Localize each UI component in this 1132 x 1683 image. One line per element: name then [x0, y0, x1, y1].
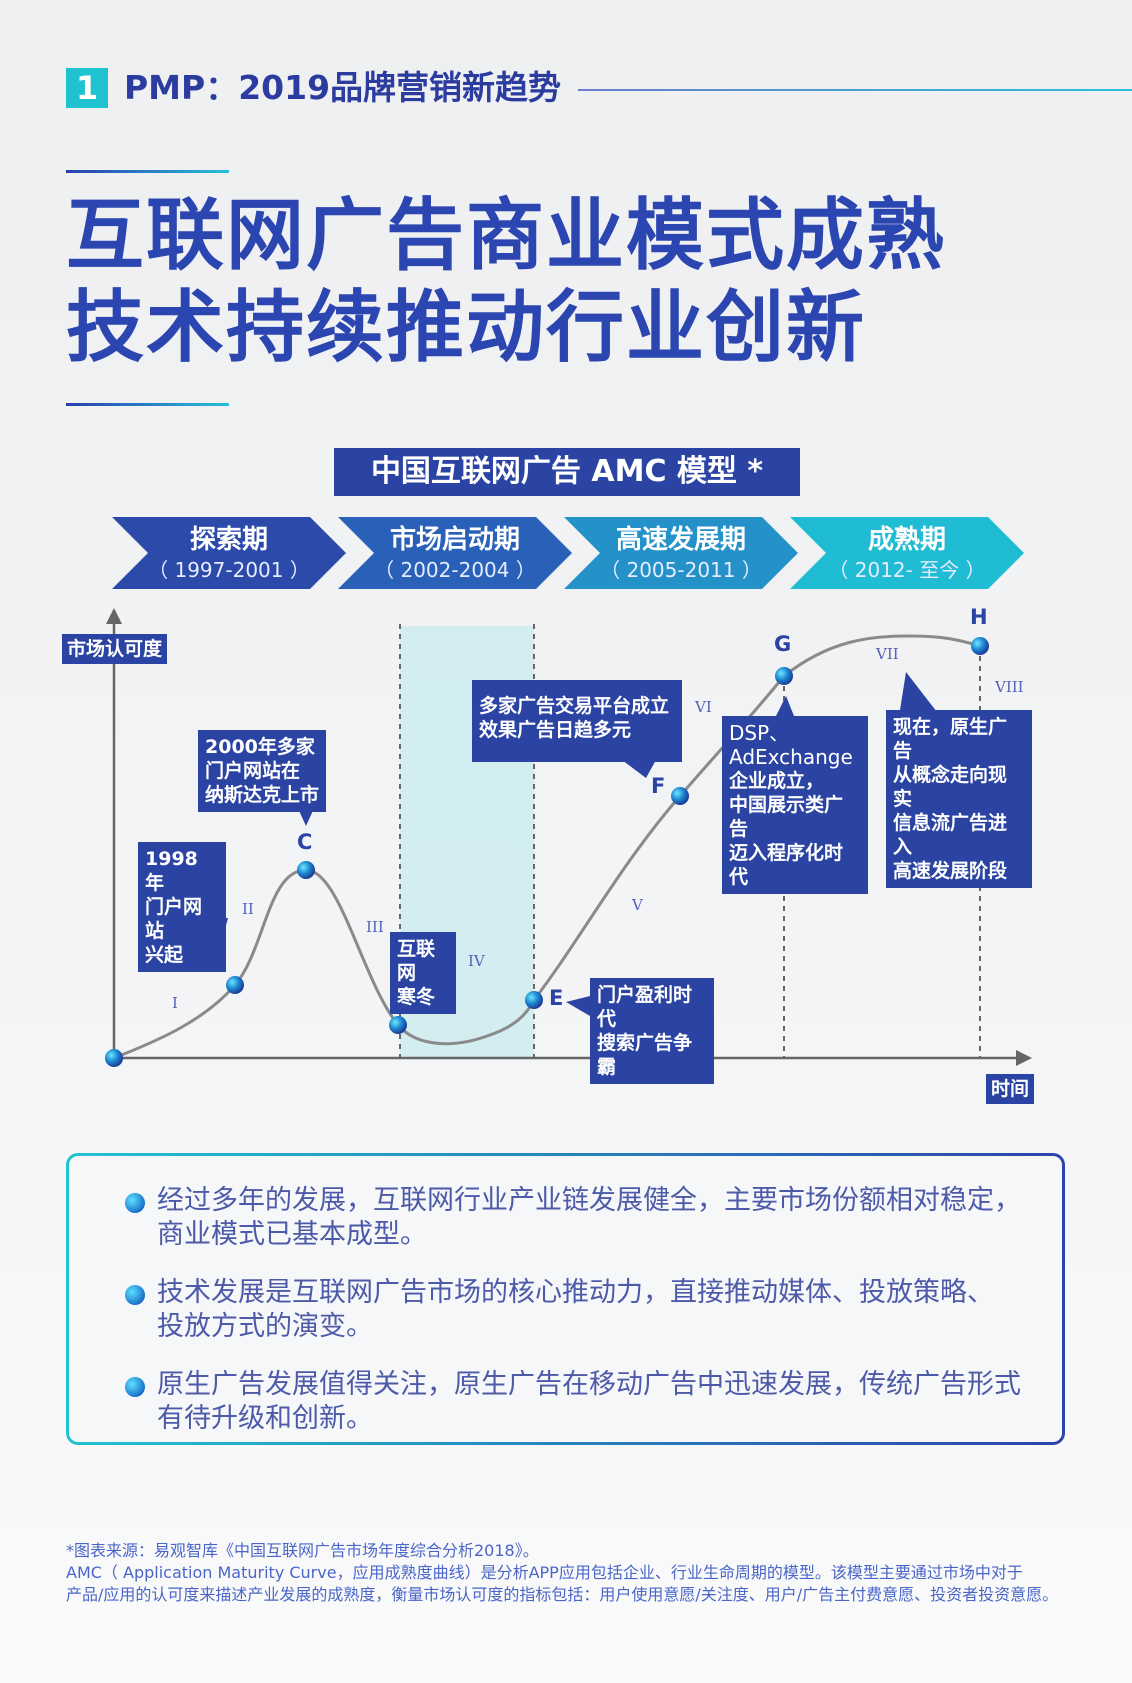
- pointer-f: [622, 760, 656, 778]
- point-f-marker: [671, 787, 689, 805]
- bullet-line: 原生广告发展值得关注，原生广告在移动广告中迅速发展，传统广告形式: [157, 1369, 1021, 1400]
- pointer-h: [900, 672, 940, 716]
- point-c-marker: [297, 861, 315, 879]
- stage-7: VII: [876, 645, 899, 663]
- main-title: 互联网广告商业模式成熟 技术持续推动行业创新: [66, 190, 946, 374]
- phase-years: （ 2005-2011 ）: [600, 558, 762, 582]
- phase-years: （ 2002-2004 ）: [374, 558, 536, 582]
- y-axis-arrow: [106, 608, 122, 624]
- bullet-item: 技术发展是互联网广告市场的核心推动力，直接推动媒体、投放策略、 投放方式的演变。: [125, 1276, 1037, 1344]
- bullet-dot-icon: [125, 1285, 145, 1305]
- callout-e: 门户盈利时代 搜索广告争霸: [590, 978, 714, 1084]
- maturity-curve: [113, 634, 981, 1060]
- point-g-marker: [775, 667, 793, 685]
- bullet-dot-icon: [125, 1377, 145, 1397]
- callout-f: 多家广告交易平台成立 效果广告日趋多元: [472, 680, 682, 762]
- bullet-line: 技术发展是互联网广告市场的核心推动力，直接推动媒体、投放策略、: [157, 1277, 994, 1308]
- footnote-source: *图表来源：易观智库《中国互联网广告市场年度综合分析2018》。: [66, 1541, 539, 1560]
- pointer-g: [776, 696, 794, 716]
- phase-years: （ 2012- 至今 ）: [828, 558, 986, 582]
- phase-arrow-1: [112, 517, 346, 589]
- stage-3: III: [366, 918, 384, 936]
- stage-5: V: [632, 896, 643, 914]
- x-axis-label: 时间: [986, 1074, 1035, 1104]
- footnote-amc-line2: 产品/应用的认可度来描述产业发展的成熟度，衡量市场认可度的指标包括：用户使用意愿…: [66, 1585, 1059, 1604]
- title-rule-top: [66, 170, 229, 173]
- key-points-box: 经过多年的发展，互联网行业产业链发展健全，主要市场份额相对稳定， 商业模式已基本…: [66, 1153, 1065, 1445]
- point-f-label: F: [651, 774, 666, 798]
- bullet-item: 经过多年的发展，互联网行业产业链发展健全，主要市场份额相对稳定， 商业模式已基本…: [125, 1184, 1037, 1252]
- stage-6: VI: [695, 698, 712, 716]
- point-a-marker: [105, 1049, 123, 1067]
- footnote-amc-line1: AMC（ Application Maturity Curve，应用成熟度曲线）…: [66, 1563, 1023, 1582]
- bullet-line: 投放方式的演变。: [157, 1311, 373, 1342]
- main-title-line2: 技术持续推动行业创新: [66, 283, 867, 373]
- callout-g-line1: DSP、: [729, 721, 790, 745]
- callout-c: 2000年多家 门户网站在 纳斯达克上市: [198, 730, 326, 812]
- phase-arrow-2: [338, 517, 572, 589]
- point-h-marker: [971, 637, 989, 655]
- point-d-marker: [389, 1016, 407, 1034]
- point-g-label: G: [774, 632, 792, 656]
- stage-8: VIII: [995, 678, 1024, 696]
- point-b-marker: [226, 976, 244, 994]
- pointer-e: [566, 996, 590, 1016]
- main-title-line1: 互联网广告商业模式成熟: [66, 191, 947, 281]
- phase-years: （ 1997-2001 ）: [148, 558, 310, 582]
- callout-d: 互联网 寒冬: [390, 932, 456, 1014]
- y-axis-label: 市场认可度: [62, 634, 168, 664]
- point-e-marker: [525, 991, 543, 1009]
- title-rule-bottom: [66, 403, 229, 406]
- phase-name: 探索期: [189, 525, 268, 555]
- section-number: 1: [66, 68, 108, 108]
- point-c-label: C: [297, 830, 313, 854]
- phase-launch: 市场启动期 （ 2002-2004 ）: [338, 517, 572, 589]
- stage-1: I: [172, 994, 178, 1012]
- bullet-dot-icon: [125, 1193, 145, 1213]
- bullet-line: 经过多年的发展，互联网行业产业链发展健全，主要市场份额相对稳定，: [157, 1185, 1021, 1216]
- phase-name: 成熟期: [867, 525, 946, 555]
- bullet-item: 原生广告发展值得关注，原生广告在移动广告中迅速发展，传统广告形式 有待升级和创新…: [125, 1368, 1037, 1436]
- callout-g-line2: AdExchange: [729, 745, 853, 769]
- section-title: PMP：2019品牌营销新趋势: [124, 68, 562, 107]
- bullet-line: 有待升级和创新。: [157, 1403, 373, 1434]
- bullet-line: 商业模式已基本成型。: [157, 1219, 427, 1250]
- callout-b: 1998 年 门户网站 兴起: [138, 842, 226, 972]
- phase-name: 市场启动期: [389, 525, 520, 555]
- phase-growth: 高速发展期 （ 2005-2011 ）: [564, 517, 798, 589]
- section-divider: [578, 89, 1132, 91]
- phase-arrow-4: [790, 517, 1024, 589]
- stage-2: II: [242, 900, 254, 918]
- phase-mature: 成熟期 （ 2012- 至今 ）: [790, 517, 1024, 589]
- point-h-label: H: [970, 605, 988, 629]
- phase-name: 高速发展期: [615, 525, 746, 555]
- callout-g-rest: 企业成立， 中国展示类广告 迈入程序化时代: [729, 770, 844, 888]
- phase-arrows: [112, 517, 1024, 589]
- x-axis-arrow: [1016, 1050, 1032, 1066]
- callout-g: DSP、 AdExchange 企业成立， 中国展示类广告 迈入程序化时代: [722, 716, 868, 894]
- callout-h: 现在，原生广告 从概念走向现实 信息流广告进入 高速发展阶段: [886, 710, 1032, 888]
- stage-4: IV: [468, 952, 485, 970]
- phase-exploration: 探索期 （ 1997-2001 ）: [112, 517, 346, 589]
- phase-arrow-3: [564, 517, 798, 589]
- model-title: 中国互联网广告 AMC 模型 *: [334, 448, 800, 496]
- point-e-label: E: [549, 986, 564, 1010]
